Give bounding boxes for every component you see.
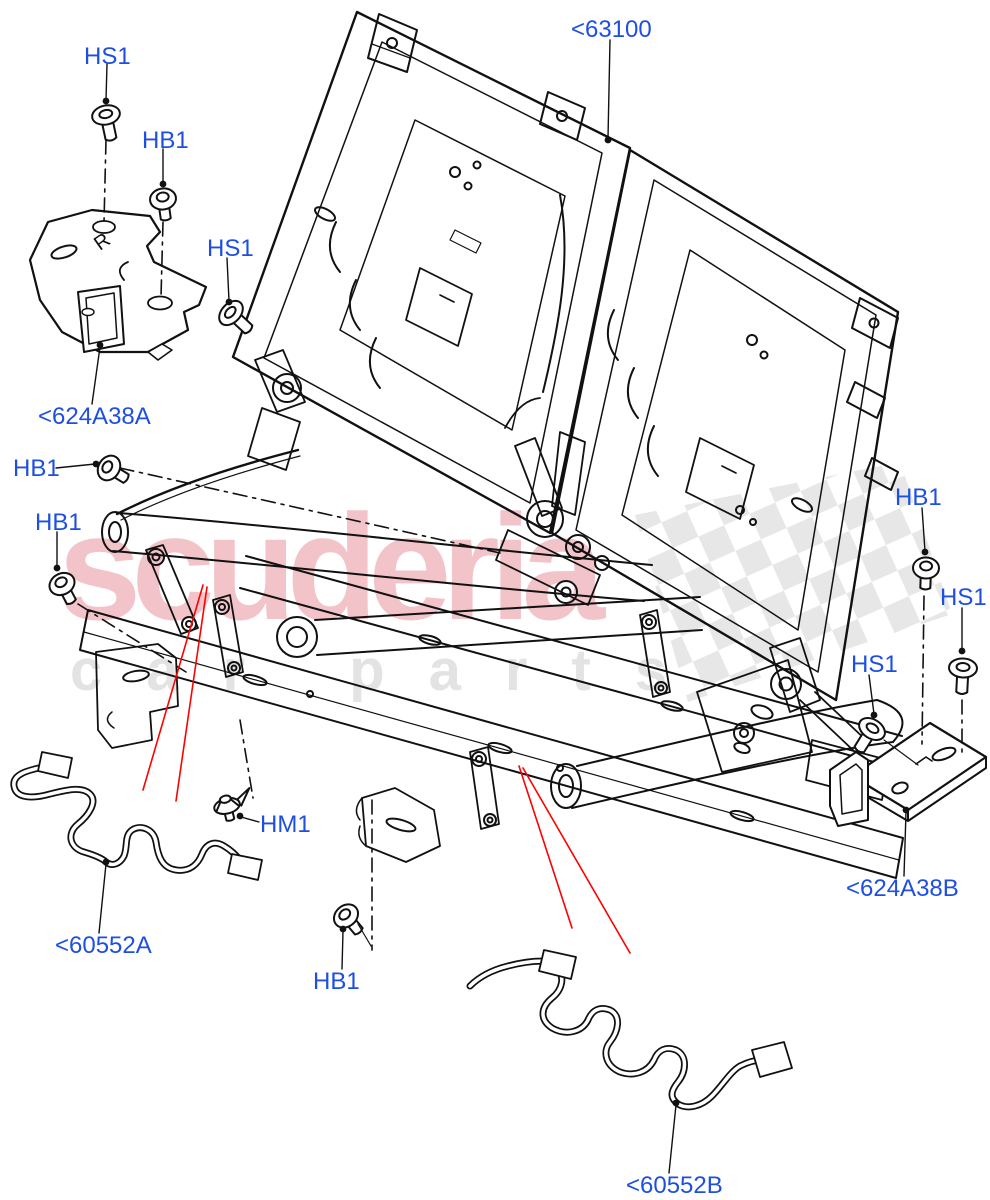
callout-hb1-right[interactable]: HB1 bbox=[895, 484, 942, 511]
bolt-hb1-left-lower bbox=[48, 571, 77, 606]
callout-hm1[interactable]: HM1 bbox=[260, 811, 311, 838]
callout-hb1-top-left[interactable]: HB1 bbox=[142, 127, 189, 154]
bolt-hb1-right bbox=[912, 556, 940, 591]
callout-leader-lines bbox=[55, 39, 963, 1174]
callout-part-63100[interactable]: <63100 bbox=[571, 16, 652, 43]
screw-hs1-right-lower bbox=[853, 717, 886, 754]
red-highlight-lines bbox=[142, 584, 631, 954]
right-backrest-frame bbox=[550, 148, 900, 753]
callout-part-624a38b[interactable]: <624A38B bbox=[846, 875, 959, 902]
callout-part-60552a[interactable]: <60552A bbox=[55, 932, 152, 959]
wire-frame-60552b bbox=[466, 949, 793, 1111]
callout-hb1-left-upper[interactable]: HB1 bbox=[13, 455, 60, 482]
screw-hs1-upper bbox=[218, 299, 254, 335]
checkered-flag-watermark bbox=[635, 462, 952, 702]
bracket-624a38b bbox=[829, 721, 988, 827]
callout-part-624a38a[interactable]: <624A38A bbox=[38, 403, 151, 430]
bolt-hb1-left-upper bbox=[96, 454, 130, 484]
assembly-center-lines bbox=[77, 139, 963, 951]
bracket-624a38a: R bbox=[28, 208, 208, 361]
bolt-hb1-top bbox=[149, 187, 177, 222]
nut-hm1 bbox=[213, 787, 251, 822]
seat-base-frame bbox=[79, 448, 904, 879]
left-recliner-hinge bbox=[247, 349, 306, 471]
left-backrest-frame bbox=[231, 10, 632, 535]
callout-hs1-top-left[interactable]: HS1 bbox=[84, 43, 131, 70]
watermark-brand-text: scuderia bbox=[58, 483, 605, 651]
callout-hs1-upper[interactable]: HS1 bbox=[207, 235, 254, 262]
callout-part-60552b[interactable]: <60552B bbox=[626, 1172, 723, 1199]
assembly-tie-line bbox=[357, 923, 372, 947]
callout-hs1-right[interactable]: HS1 bbox=[940, 584, 987, 611]
screw-hs1-right bbox=[948, 657, 978, 695]
wire-frame-60552a bbox=[10, 751, 263, 881]
screw-hs1-top bbox=[91, 104, 121, 142]
callout-hs1-right-lower[interactable]: HS1 bbox=[851, 651, 898, 678]
callout-leader-dots bbox=[53, 97, 966, 1107]
bolt-hb1-bottom bbox=[332, 903, 364, 936]
callout-hb1-bottom[interactable]: HB1 bbox=[313, 968, 360, 995]
callout-hb1-left-lower[interactable]: HB1 bbox=[35, 509, 82, 536]
